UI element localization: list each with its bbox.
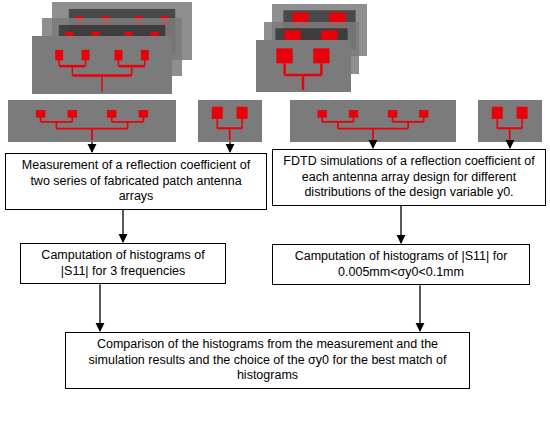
patch	[82, 50, 90, 60]
substrate	[256, 40, 351, 92]
patch	[313, 48, 329, 63]
patch-array-4	[36, 110, 148, 140]
image-arrow	[229, 142, 230, 152]
patch	[318, 110, 327, 118]
feed-line	[229, 128, 231, 140]
patch-array-2	[492, 107, 528, 141]
patch	[67, 110, 76, 118]
patch-array-2	[276, 48, 329, 90]
box-text: Measurement of a reflection coefficient …	[12, 158, 260, 205]
feed-line	[509, 128, 511, 140]
flow-arrow	[99, 284, 100, 331]
patch	[115, 50, 123, 60]
patch-array-2	[212, 107, 248, 141]
feed-line	[216, 119, 218, 128]
feed-line	[72, 66, 73, 75]
substrate	[32, 36, 172, 94]
feed-line	[118, 65, 144, 68]
box-text: Comparison of the histograms from the me…	[72, 337, 463, 384]
antenna-board	[198, 100, 262, 142]
process-box: Comparison of the histograms from the me…	[65, 332, 470, 389]
feed-line	[337, 122, 339, 129]
feed-line	[372, 129, 374, 141]
feed-line	[72, 74, 131, 77]
process-box: Measurement of a reflection coefficient …	[5, 153, 267, 210]
patch	[388, 110, 397, 118]
feed-line	[56, 128, 127, 130]
box-text: Camputation of histograms of |S11| for 3…	[27, 248, 219, 279]
feed-line	[497, 127, 522, 129]
patch	[492, 107, 503, 119]
feed-line	[41, 121, 73, 123]
feed-line	[127, 122, 129, 129]
patch	[517, 107, 528, 119]
feed-line	[302, 75, 304, 90]
patch	[36, 110, 45, 118]
feed-line	[91, 129, 93, 141]
process-box: Camputation of histograms of |S11| for 3…	[20, 243, 226, 284]
patch-array-4	[318, 110, 429, 140]
antenna-board	[290, 100, 456, 142]
antenna-board	[32, 36, 172, 94]
feed-line	[407, 122, 409, 129]
image-arrow	[509, 142, 510, 148]
flow-arrow	[400, 206, 401, 243]
feed-line	[322, 121, 353, 123]
substrate	[478, 100, 542, 142]
patch	[276, 48, 292, 63]
patch	[349, 110, 358, 118]
box-text: FDTD simulations of a reflection coeffic…	[279, 154, 539, 201]
feed-line	[393, 121, 424, 123]
feed-line	[59, 65, 85, 68]
feed-line	[320, 63, 322, 75]
feed-line	[496, 119, 498, 128]
feed-line	[131, 66, 132, 75]
process-box: Camputation of histograms of |S11| for 0…	[272, 244, 530, 285]
image-arrow	[91, 142, 92, 152]
substrate	[8, 100, 176, 142]
feed-line	[283, 63, 285, 75]
feed-line	[112, 121, 144, 123]
feed-line	[338, 128, 408, 130]
patch	[55, 50, 63, 60]
patch	[107, 110, 116, 118]
patch	[237, 107, 248, 119]
substrate	[198, 100, 262, 142]
flow-arrow	[122, 210, 123, 242]
box-text: Camputation of histograms of |S11| for 0…	[279, 249, 523, 280]
patch	[141, 50, 149, 60]
antenna-board	[8, 100, 176, 142]
antenna-board	[478, 100, 542, 142]
image-arrow	[372, 142, 373, 148]
flow-arrow	[419, 285, 420, 331]
process-box: FDTD simulations of a reflection coeffic…	[272, 149, 546, 206]
feed-line	[241, 119, 243, 128]
substrate	[290, 100, 456, 142]
antenna-board	[256, 40, 351, 92]
patch	[419, 110, 428, 118]
feed-line	[217, 127, 242, 129]
feed-line	[56, 122, 58, 129]
patch	[212, 107, 223, 119]
patch	[139, 110, 148, 118]
feed-line	[285, 74, 322, 77]
patch-array-4	[55, 50, 149, 92]
feed-line	[521, 119, 523, 128]
feed-line	[101, 75, 102, 91]
